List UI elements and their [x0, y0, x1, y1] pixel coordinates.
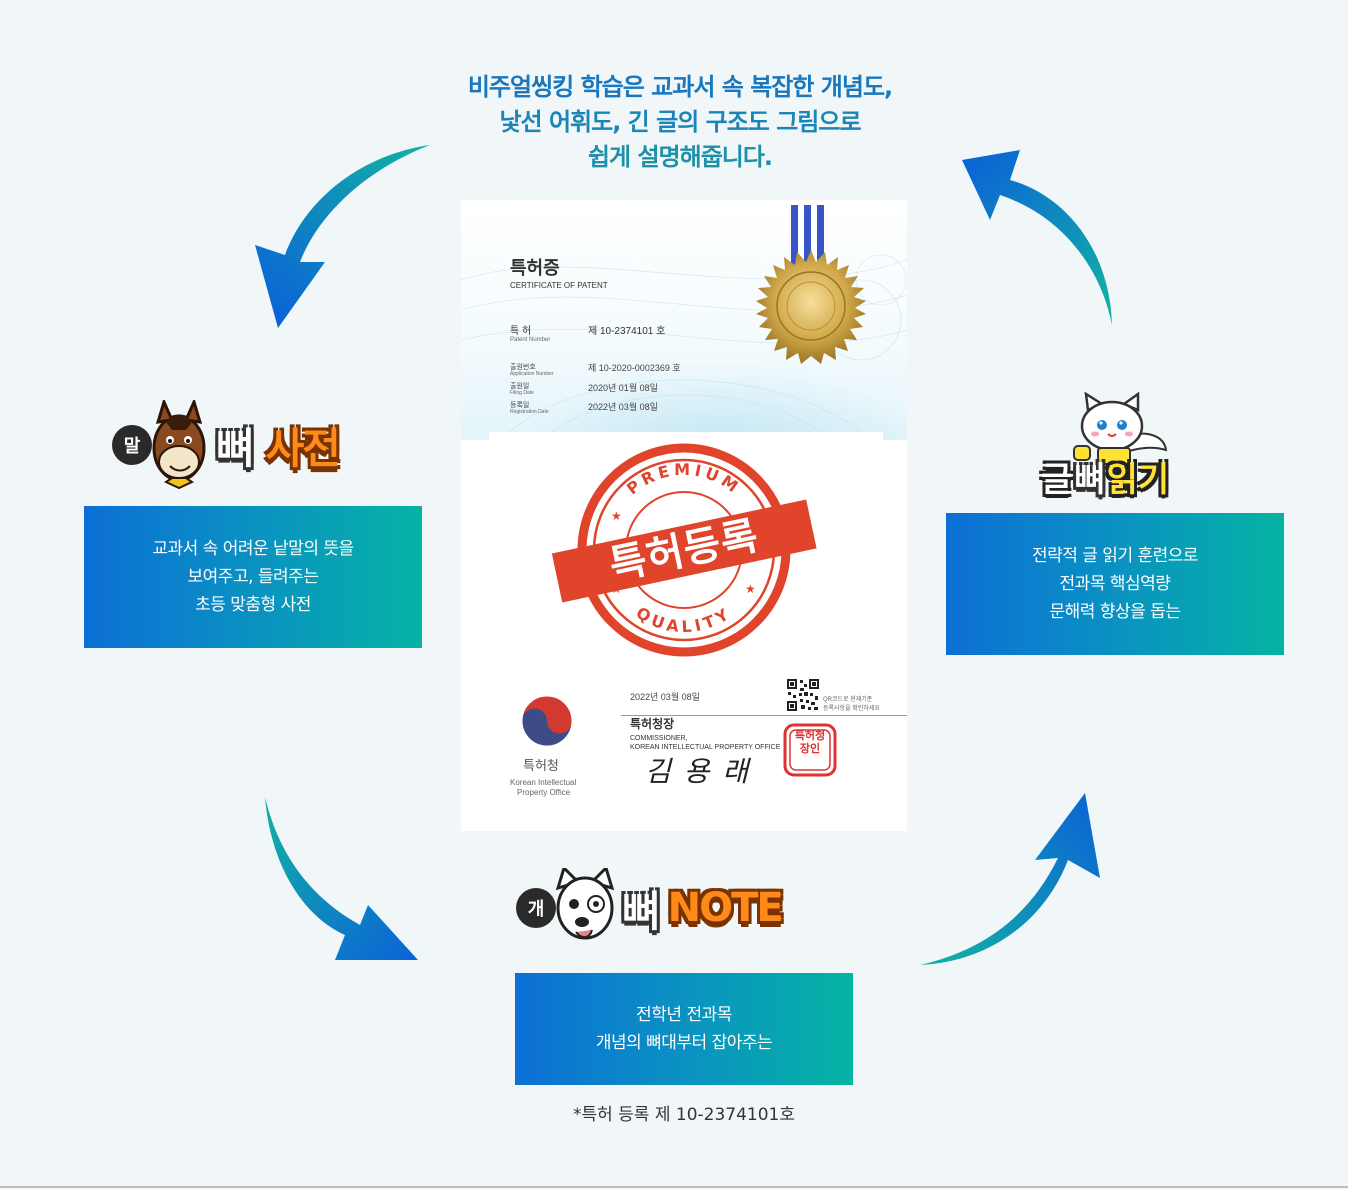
logo-ppyeo: 뼈 [622, 886, 661, 936]
geulppyeo-reading-description: 전략적 글 읽기 훈련으로 전과목 핵심역량 문해력 향상을 돕는 [946, 513, 1284, 655]
certificate-title: 특허증 [510, 258, 560, 278]
registration-label: 등록일 [510, 402, 530, 409]
cycle-arrow-icon [255, 145, 430, 328]
description-line: 개념의 뼈대부터 잡아주는 [595, 1033, 773, 1053]
headline: 비주얼씽킹 학습은 교과서 속 복잡한 개념도, 낯선 어휘도, 긴 글의 구조… [330, 70, 1030, 175]
logo-word: 사전 [265, 423, 341, 473]
headline-line: 쉽게 설명해줍니다. [587, 143, 773, 171]
qr-note: QR코드로 현재기준 [823, 697, 873, 703]
geulppyeo-reading-logo: 글 뼈 읽기 [1041, 452, 1169, 501]
taegeuk-emblem-icon [521, 695, 573, 747]
description-line: 문해력 향상을 돕는 [1049, 602, 1181, 622]
filing-date: 2020년 01월 08일 [588, 383, 658, 393]
logo-word: 글 [1041, 460, 1073, 500]
application-label: 출원번호 [510, 364, 536, 371]
patent-certificate: 특허증 CERTIFICATE OF PATENT 특 허 Patent Num… [461, 200, 907, 831]
description-line: 전과목 핵심역량 [1059, 574, 1171, 594]
headline-line: 낯선 어휘도, 긴 글의 구조도 그림으로 [499, 108, 861, 136]
registration-label-en: Registration Date [510, 409, 549, 415]
logo-ppyeo: 뼈 [216, 423, 255, 473]
red-seal-icon [783, 723, 837, 777]
description-line: 전학년 전과목 [636, 1005, 732, 1025]
office-name-en: Korean Intellectual [510, 778, 577, 787]
commissioner-title-en: COMMISSIONER, [630, 735, 688, 742]
patent-footnote: *특허 등록 제 10-2374101호 [572, 1105, 796, 1125]
malppyeo-dictionary-logo: 말 뼈 사전 [112, 400, 341, 490]
commissioner-title-en: KOREAN INTELLECTUAL PROPERTY OFFICE [630, 744, 781, 751]
gaeppyeo-note-logo: 개 뼈 NOTE [516, 868, 784, 948]
commissioner-title: 특허청장 [630, 717, 675, 731]
application-label-en: Application Number [510, 371, 554, 377]
logo-bubble: 개 [516, 888, 556, 928]
description-line: 보여주고, 들려주는 [187, 567, 319, 587]
patent-number: 제 10-2374101 호 [588, 326, 666, 337]
horse-mascot-icon [152, 400, 206, 490]
bottom-divider [0, 1186, 1348, 1188]
red-seal-text: 특허청장인 [794, 730, 826, 755]
cycle-arrow-icon [920, 793, 1100, 965]
qr-code-icon [786, 678, 820, 712]
logo-word: 읽기 [1106, 460, 1170, 500]
headline-line: 비주얼씽킹 학습은 교과서 속 복잡한 개념도, [467, 73, 893, 101]
stamp-main-text: 특허등록 [605, 513, 762, 589]
office-name-en: Property Office [517, 788, 571, 797]
issue-date: 2022년 03월 08일 [630, 692, 700, 702]
patent-label: 특 허 [510, 326, 532, 337]
description-line: 교과서 속 어려운 낱말의 뜻을 [152, 539, 354, 559]
logo-word: NOTE [667, 885, 784, 931]
cycle-arrow-icon [265, 797, 418, 960]
description-line: 초등 맞춤형 사전 [195, 595, 311, 615]
malppyeo-dictionary-description: 교과서 속 어려운 낱말의 뜻을 보여주고, 들려주는 초등 맞춤형 사전 [84, 506, 422, 648]
certificate-subtitle: CERTIFICATE OF PATENT [510, 281, 608, 290]
filing-label: 출원일 [510, 383, 530, 390]
premium-patent-stamp: PREMIUM QUALITY ★ ★ ★ ★ 특허등록 [551, 443, 817, 657]
description-line: 전략적 글 읽기 훈련으로 [1031, 546, 1199, 566]
filing-label-en: Filing Date [510, 390, 534, 396]
application-number: 제 10-2020-0002369 호 [588, 363, 681, 373]
logo-bubble: 말 [112, 425, 152, 465]
cycle-arrow-icon [962, 150, 1112, 325]
gold-seal-icon [756, 250, 866, 364]
registration-date: 2022년 03월 08일 [588, 402, 658, 412]
qr-note: 등록사항을 확인하세요 [823, 706, 880, 712]
signature: 김 용 래 [645, 755, 751, 788]
patent-label-en: Patent Number [510, 337, 551, 343]
gaeppyeo-note-description: 전학년 전과목 개념의 뼈대부터 잡아주는 [515, 973, 853, 1085]
svg-text:★: ★ [745, 582, 756, 596]
office-name: 특허청 [523, 758, 559, 773]
dog-mascot-icon [555, 868, 615, 940]
cat-mascot-icon [1073, 392, 1168, 465]
logo-ppyeo: 뼈 [1074, 460, 1105, 500]
svg-text:★: ★ [611, 509, 622, 523]
